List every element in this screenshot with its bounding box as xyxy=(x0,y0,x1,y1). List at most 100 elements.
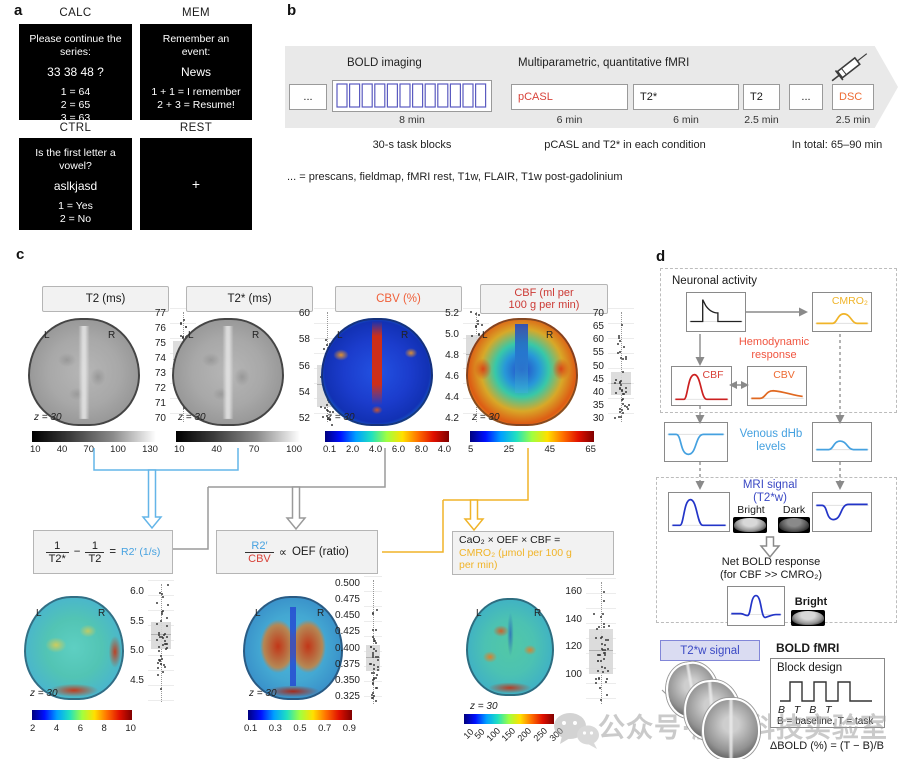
list-item: 73 xyxy=(154,368,166,379)
bright-label-2: Bright xyxy=(794,596,828,608)
list-item: 0.350 xyxy=(334,674,360,686)
list-item: 100 xyxy=(565,668,582,680)
yellow-down-arrow xyxy=(463,499,485,532)
mri-signal-label: MRI signal(T2*w) xyxy=(742,479,798,504)
list-item: 100 xyxy=(110,444,126,455)
venous-dhb-trace-left xyxy=(664,422,728,462)
list-item: 65 xyxy=(585,444,596,455)
list-item: 60 xyxy=(298,308,310,319)
list-item: 100 xyxy=(286,444,302,455)
dark-label: Dark xyxy=(782,504,806,516)
block-legend: B = baseline, T = task xyxy=(777,716,874,727)
list-item: 140 xyxy=(565,613,582,625)
list-item: 70 xyxy=(83,444,94,455)
cbv-trace-box xyxy=(747,366,807,406)
list-item: 45 xyxy=(544,444,556,455)
list-item: 5 xyxy=(468,444,474,455)
slice-label: z = 30 xyxy=(472,412,500,423)
list-item: 74 xyxy=(154,353,166,364)
list-item: 0.7 xyxy=(318,723,332,734)
brain-map-cbv xyxy=(321,318,433,426)
panel-c-label: c xyxy=(16,246,25,263)
left-label: L xyxy=(337,330,343,341)
list-item: 150 xyxy=(499,725,518,744)
scan-timeline-banner: BOLD imaging Multiparametric, quantitati… xyxy=(285,46,898,128)
bright-label: Bright xyxy=(737,504,765,516)
venous-dhb-trace-right xyxy=(812,422,872,462)
list-item: 1 + 1 = I remember xyxy=(151,86,241,98)
list-item: 4.5 xyxy=(130,674,144,686)
list-item: 5.5 xyxy=(130,615,144,627)
task-title-calc: CALC xyxy=(59,7,92,19)
list-item: 0.3 xyxy=(268,723,282,734)
list-item: 30 xyxy=(592,413,604,424)
list-item: 4.0 xyxy=(437,444,451,455)
colorbar-oef xyxy=(248,710,352,720)
slice-label: z = 30 xyxy=(30,688,58,699)
brain-map-t2 xyxy=(28,318,140,426)
list-item: 120 xyxy=(565,641,582,653)
caption-task-blocks: 30-s task blocks xyxy=(372,139,452,151)
list-item: 75 xyxy=(154,338,166,349)
segment-bold-blocks xyxy=(332,80,492,112)
brain-map-cmro2 xyxy=(466,598,554,696)
panel-d-label: d xyxy=(656,248,666,265)
duration-t2: 2.5 min xyxy=(744,114,779,126)
list-item: 2 + 3 = Resume! xyxy=(157,99,235,111)
boxplot-cmro2 xyxy=(586,578,616,708)
colorbar-cbv xyxy=(325,431,449,442)
list-item: 54 xyxy=(298,386,310,398)
task-stimulus: 33 38 48 ? xyxy=(47,65,104,79)
list-item: 35 xyxy=(592,399,604,411)
right-label: R xyxy=(252,330,260,341)
task-stimulus: aslkjasd xyxy=(53,179,98,193)
list-item: 50 xyxy=(472,726,487,741)
cmro2-trace-box xyxy=(812,292,872,332)
list-item: vowel? xyxy=(59,160,92,172)
list-item: 6 xyxy=(77,723,83,734)
list-item: Remember an xyxy=(162,33,230,45)
left-label: L xyxy=(476,608,482,619)
left-label: L xyxy=(188,330,194,341)
list-item: 5.0 xyxy=(130,645,144,657)
list-item: 10 xyxy=(125,723,136,734)
slice-label: z = 30 xyxy=(34,412,62,423)
list-item: 160 xyxy=(565,586,582,597)
formula-cmro2: CaO₂ × OEF × CBF = CMRO₂ (μmol per 100 g… xyxy=(452,531,614,575)
task-title-ctrl: CTRL xyxy=(59,122,92,134)
list-item: 77 xyxy=(154,308,166,319)
map-header-t2: T2 (ms) xyxy=(42,286,169,312)
list-item: 2 xyxy=(30,723,36,734)
list-item: 4.8 xyxy=(445,350,459,361)
task-title-rest: REST xyxy=(179,122,213,134)
list-item: 70 xyxy=(592,308,604,319)
boxplot-oef xyxy=(364,576,382,708)
brain-map-t2star xyxy=(172,318,284,426)
neuronal-activity-label: Neuronal activity xyxy=(672,275,758,287)
left-label: L xyxy=(36,608,42,619)
list-item: Please continue the xyxy=(29,33,122,45)
list-item: 4.2 xyxy=(445,413,459,424)
slice-label: z = 30 xyxy=(327,412,355,423)
list-item: 2.0 xyxy=(345,444,360,455)
task-stimulus: News xyxy=(180,65,211,79)
list-item: 70 xyxy=(248,444,260,455)
block-train-graphic xyxy=(336,83,487,108)
multiparametric-label: Multiparametric, quantitative fMRI xyxy=(518,57,690,69)
segment-prescans-1: ... xyxy=(289,84,327,110)
colorbar-cmro2 xyxy=(464,714,554,724)
list-item: 4 xyxy=(53,723,60,734)
segment-pcasl: pCASL xyxy=(511,84,628,110)
net-bold-label: Net BOLD response(for CBF >> CMRO₂) xyxy=(719,556,823,581)
footnote-prescans: ... = prescans, fieldmap, fMRI rest, T1w… xyxy=(287,171,623,183)
list-item: 72 xyxy=(154,383,166,394)
cmro2-label: CMRO₂ xyxy=(831,295,868,307)
list-item: 3 = 63 xyxy=(60,112,91,124)
